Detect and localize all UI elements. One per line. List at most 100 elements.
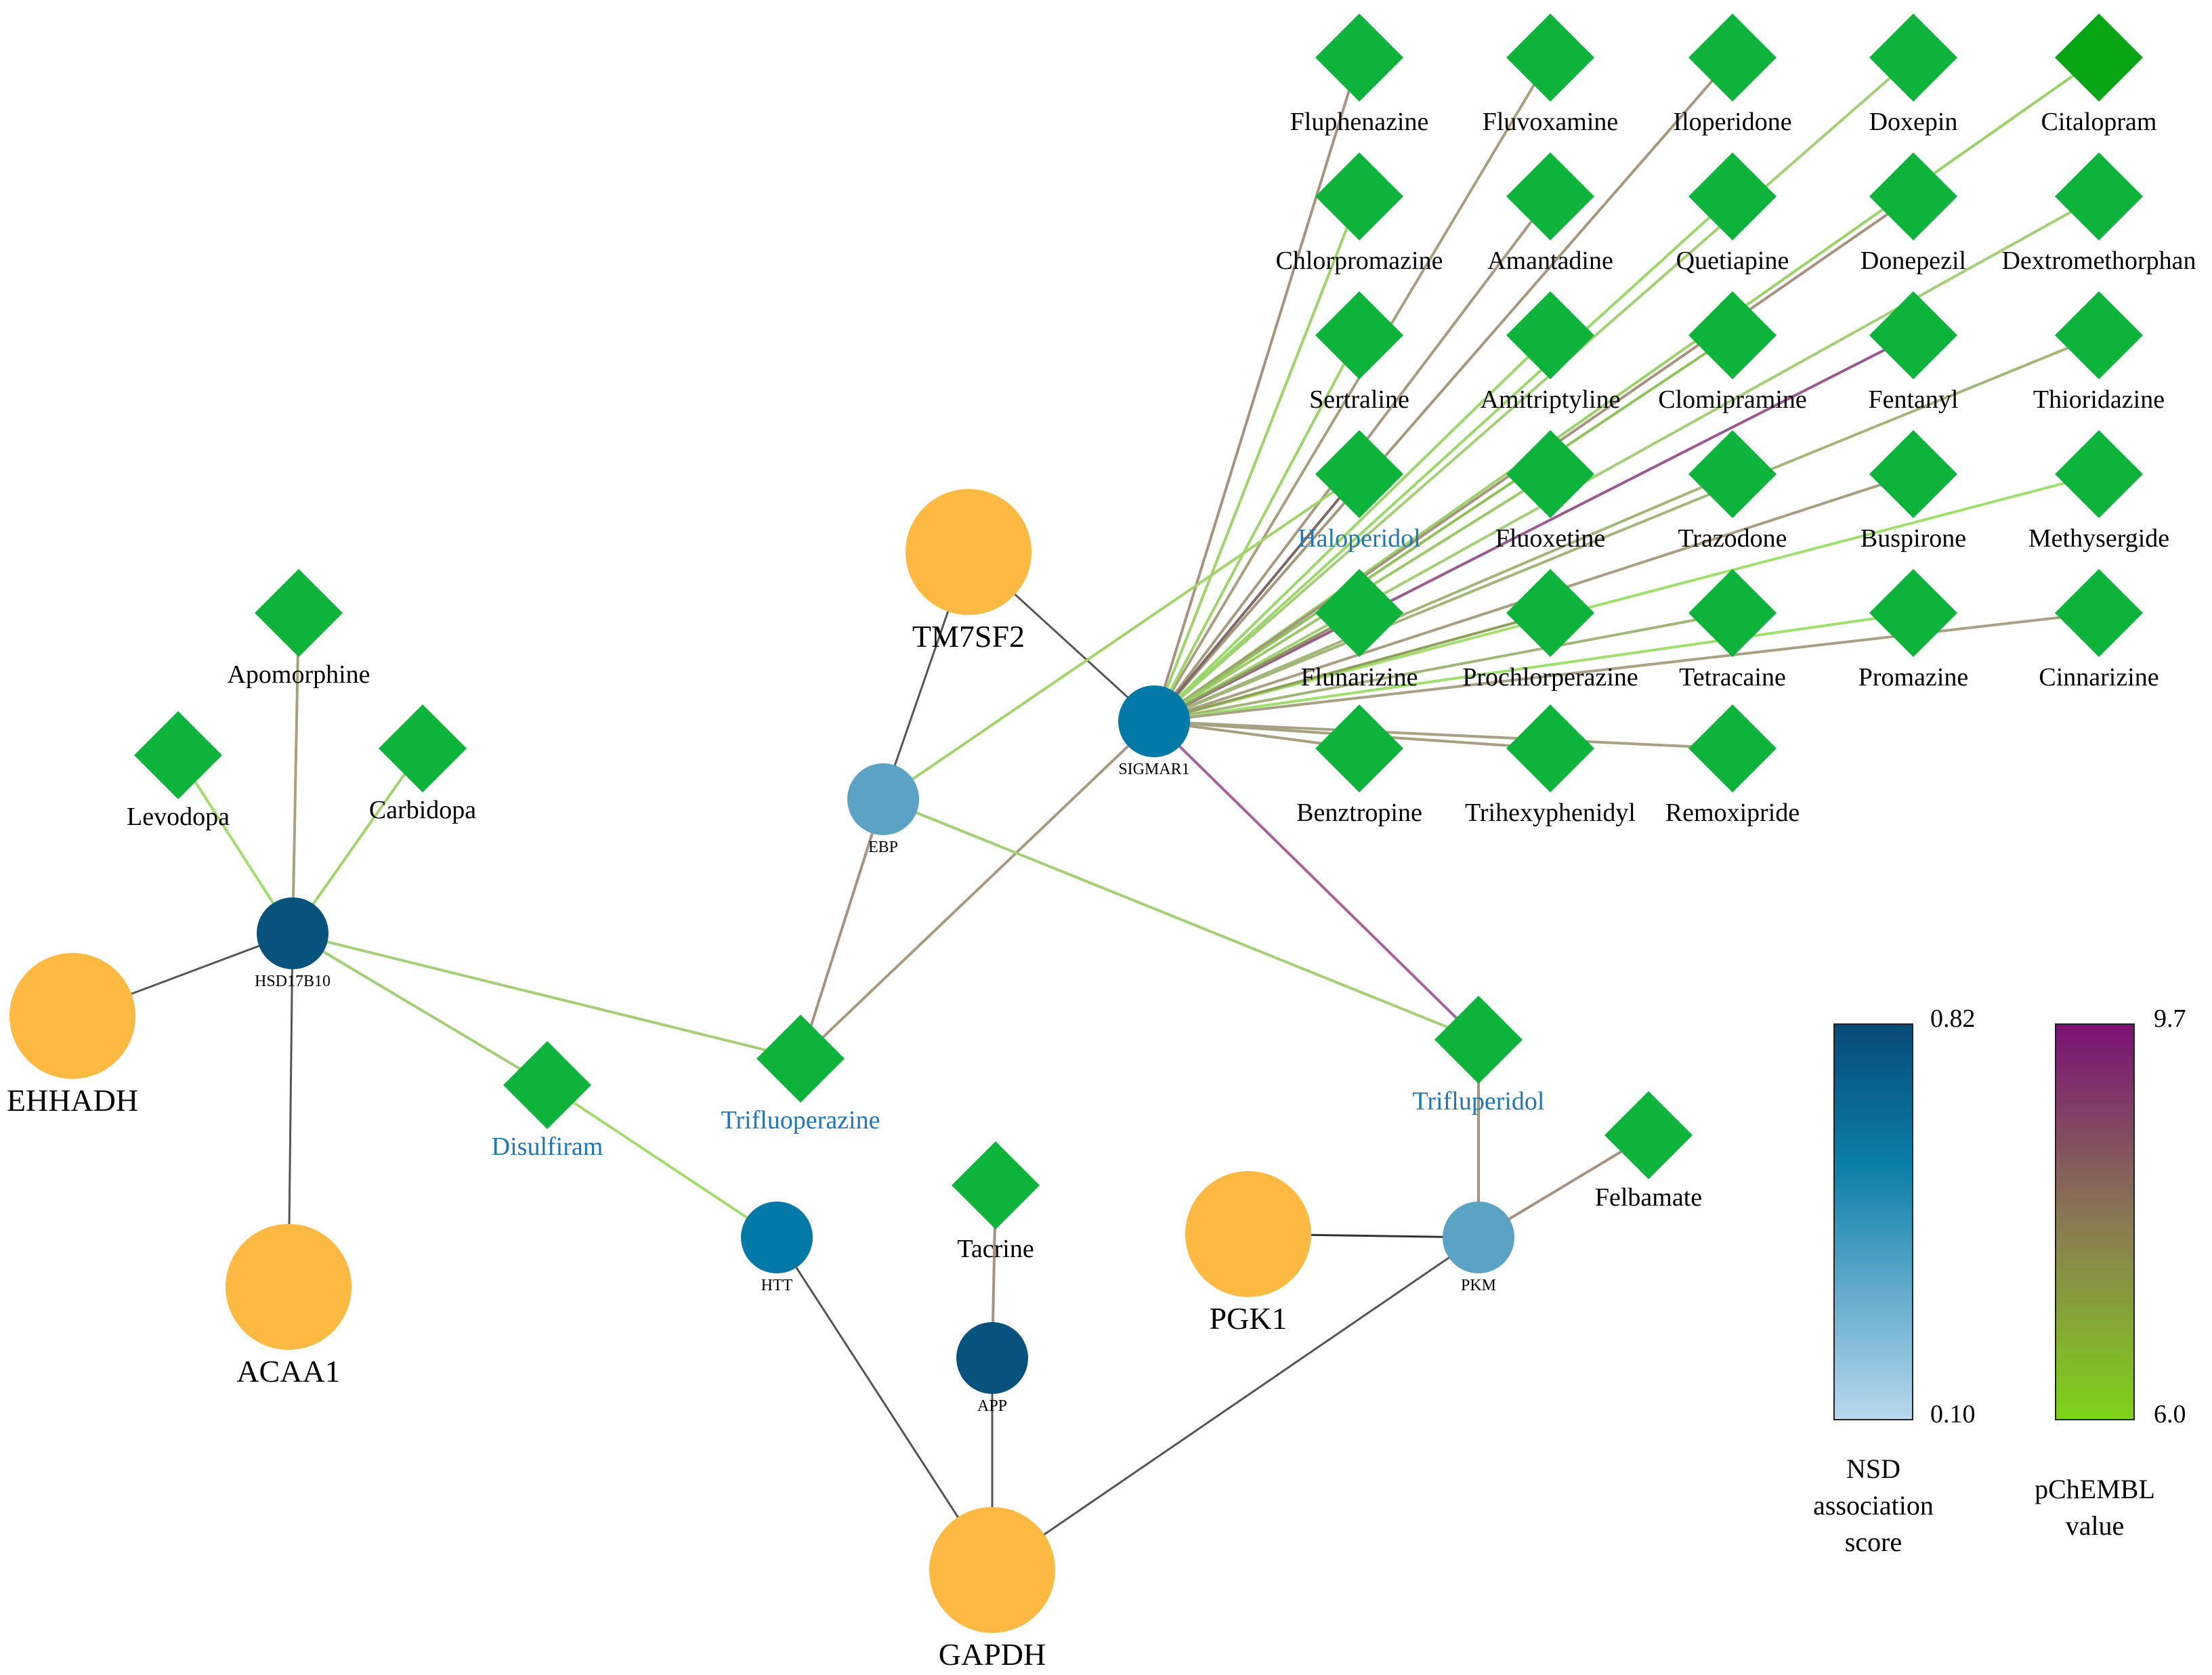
pchembl-title-line2: value (2066, 1510, 2125, 1541)
drug-node-flunarizine[interactable] (1315, 569, 1403, 657)
label-iloperidone: Iloperidone (1673, 108, 1791, 136)
edge-sigmar1-haloperidol (1153, 473, 1361, 723)
target-node-app[interactable] (956, 1322, 1028, 1394)
edge-hsd17b10-apomorphine (291, 612, 300, 934)
gene-node-tm7sf2[interactable] (906, 489, 1031, 615)
drug-node-citalopram[interactable] (2055, 14, 2143, 102)
label-tacrine: Tacrine (957, 1235, 1034, 1263)
edge-ebp-haloperidol (882, 473, 1361, 801)
drug-node-sertraline[interactable] (1315, 291, 1403, 379)
drug-node-fluphenazine[interactable] (1315, 14, 1403, 102)
drug-node-trifluoperazine[interactable] (757, 1015, 845, 1103)
label-flunarizine: Flunarizine (1300, 663, 1418, 692)
drug-node-benztropine[interactable] (1315, 704, 1403, 792)
edge-sigmar1-tetracaine (1153, 612, 1733, 723)
target-node-ebp[interactable] (847, 763, 919, 835)
label-fluoxetine: Fluoxetine (1495, 524, 1606, 553)
drug-node-thioridazine[interactable] (2055, 291, 2143, 379)
label-benztropine: Benztropine (1296, 799, 1422, 827)
drug-node-remoxipride[interactable] (1688, 704, 1777, 792)
drug-node-haloperidol[interactable] (1315, 430, 1403, 518)
edge-sigmar1-trifluperidol (1153, 720, 1480, 1041)
drug-node-trazodone[interactable] (1688, 430, 1777, 518)
drug-node-amantadine[interactable] (1506, 152, 1594, 240)
nsd-colorbar (1833, 1023, 1913, 1420)
drug-node-dextromethorphan[interactable] (2055, 152, 2143, 240)
label-cinnarizine: Cinnarizine (2039, 663, 2158, 692)
label-remoxipride: Remoxipride (1665, 799, 1800, 827)
gene-node-acaa1[interactable] (226, 1224, 352, 1350)
drug-node-promazine[interactable] (1869, 569, 1957, 657)
label-donepezil: Donepezil (1860, 247, 1966, 275)
label-tetracaine: Tetracaine (1679, 663, 1786, 692)
pchembl-colorbar (2055, 1023, 2135, 1420)
edge-sigmar1-dextromethorphan (1153, 195, 2100, 723)
label-amantadine: Amantadine (1487, 247, 1613, 275)
edge-sigmar1-iloperidone (1153, 56, 1734, 723)
label-thioridazine: Thioridazine (2033, 385, 2165, 414)
nsd-title-line1: NSD (1846, 1454, 1900, 1484)
drug-node-iloperidone[interactable] (1688, 14, 1777, 102)
drug-node-chlorpromazine[interactable] (1315, 152, 1403, 240)
label-dextromethorphan: Dextromethorphan (2001, 247, 2196, 275)
drug-node-trihexyphenidyl[interactable] (1506, 704, 1594, 792)
drug-node-amitriptyline[interactable] (1506, 291, 1594, 379)
drug-node-prochlorperazine[interactable] (1506, 569, 1594, 657)
label-acaa1: ACAA1 (236, 1354, 340, 1388)
edge-ebp-trifluoperazine (799, 799, 885, 1059)
gene-node-ehhadh[interactable] (9, 953, 135, 1079)
pchembl-max-label: 9.7 (2154, 1004, 2186, 1033)
label-disulfiram: Disulfiram (492, 1132, 603, 1161)
drug-node-clomipramine[interactable] (1688, 291, 1777, 379)
label-gapdh: GAPDH (939, 1637, 1046, 1672)
edge-sigmar1-remoxipride (1153, 720, 1733, 750)
drug-node-levodopa[interactable] (134, 711, 222, 799)
label-fentanyl: Fentanyl (1869, 385, 1959, 414)
drug-nodes (134, 14, 2143, 1229)
target-node-sigmar1[interactable] (1118, 685, 1190, 757)
label-haloperidol: Haloperidol (1298, 524, 1421, 553)
edge-sigmar1-quetiapine (1153, 195, 1734, 723)
drug-node-fluoxetine[interactable] (1506, 430, 1594, 518)
drug-node-buspirone[interactable] (1869, 430, 1957, 518)
label-trazodone: Trazodone (1678, 524, 1787, 553)
label-chlorpromazine: Chlorpromazine (1276, 247, 1443, 275)
gene-node-pgk1[interactable] (1185, 1171, 1311, 1297)
drug-node-methysergide[interactable] (2055, 430, 2143, 518)
drug-node-felbamate[interactable] (1604, 1091, 1693, 1179)
edge-sigmar1-fluvoxamine (1153, 56, 1552, 723)
label-app: APP (977, 1397, 1007, 1415)
target-labels: SIGMAR1 EBP HSD17B10 HTT APP PKM (255, 761, 1496, 1415)
edge-sigmar1-trazodone (1153, 473, 1733, 723)
label-pgk1: PGK1 (1209, 1301, 1287, 1336)
drug-node-apomorphine[interactable] (255, 569, 343, 657)
gene-node-gapdh[interactable] (929, 1507, 1055, 1633)
drug-node-fentanyl[interactable] (1869, 291, 1957, 379)
drug-node-tetracaine[interactable] (1688, 569, 1777, 657)
target-node-hsd17b10[interactable] (257, 897, 328, 969)
label-trihexyphenidyl: Trihexyphenidyl (1465, 799, 1636, 827)
edge-hsd17b10-disulfiram (291, 932, 549, 1086)
edge-hsd17b10-trifluoperazine (292, 932, 801, 1060)
target-node-htt[interactable] (741, 1202, 813, 1273)
drug-node-cinnarizine[interactable] (2055, 569, 2143, 657)
label-hsd17b10: HSD17B10 (255, 973, 331, 990)
label-htt: HTT (761, 1277, 793, 1294)
label-methysergide: Methysergide (2028, 524, 2169, 553)
label-buspirone: Buspirone (1860, 524, 1966, 553)
drug-node-fluvoxamine[interactable] (1506, 14, 1594, 102)
drug-node-donepezil[interactable] (1869, 152, 1957, 240)
label-felbamate: Felbamate (1595, 1183, 1702, 1212)
label-quetiapine: Quetiapine (1676, 247, 1789, 275)
label-sigmar1: SIGMAR1 (1118, 761, 1189, 778)
edge-sigmar1-prochlorperazine (1153, 612, 1551, 723)
drug-node-disulfiram[interactable] (503, 1041, 591, 1129)
drug-node-tacrine[interactable] (952, 1141, 1040, 1229)
target-node-pkm[interactable] (1443, 1202, 1514, 1273)
drug-node-doxepin[interactable] (1869, 14, 1957, 102)
drug-node-quetiapine[interactable] (1688, 152, 1777, 240)
drug-node-trifluperidol[interactable] (1434, 996, 1523, 1084)
edge-sigmar1-sertraline (1153, 335, 1361, 722)
label-sertraline: Sertraline (1309, 385, 1409, 414)
drug-node-carbidopa[interactable] (379, 704, 467, 792)
